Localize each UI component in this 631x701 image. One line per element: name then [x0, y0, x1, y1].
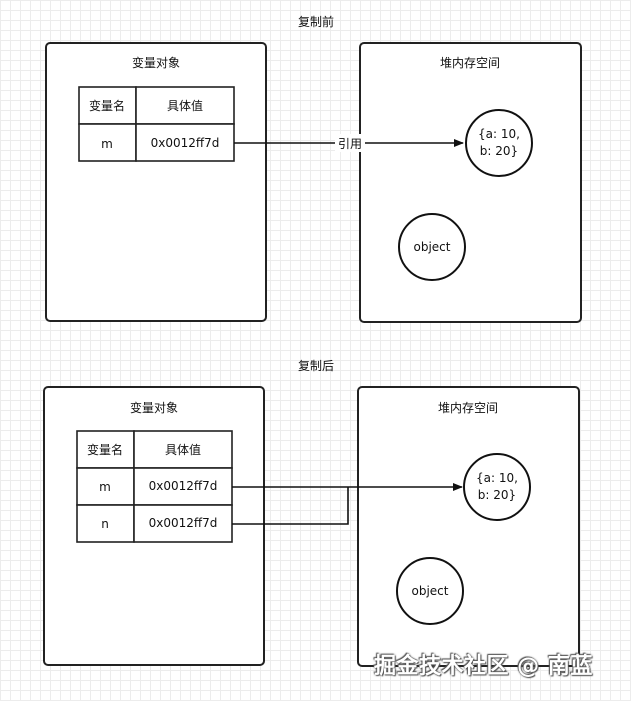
after-row-n-name: n: [101, 517, 109, 531]
after-row-m-value: 0x0012ff7d: [149, 479, 218, 493]
after-heap-object-circle: [463, 453, 531, 521]
after-heap-object-line1: {a: 10,: [476, 471, 518, 485]
after-row-n-value: 0x0012ff7d: [149, 516, 218, 530]
after-header-cell-value: [133, 430, 233, 469]
before-variable-object-panel: [45, 42, 267, 322]
before-header-value: 具体值: [167, 98, 203, 113]
before-header-cell-name: [78, 86, 137, 125]
after-heap-object-line2: b: 20}: [478, 488, 516, 502]
before-object-label: object: [414, 240, 451, 254]
after-object-label: object: [412, 584, 449, 598]
before-row-m-value: 0x0012ff7d: [151, 136, 220, 150]
after-row-n-value-cell: [133, 504, 233, 543]
before-arrow-label: 引用: [338, 137, 362, 151]
after-variable-object-title: 变量对象: [130, 400, 178, 415]
before-header-name: 变量名: [89, 98, 125, 113]
before-row-m-name: m: [101, 137, 113, 151]
after-heap-panel: [357, 386, 580, 667]
after-header-value: 具体值: [165, 442, 201, 457]
after-header-name: 变量名: [87, 442, 123, 457]
before-section-title: 复制前: [298, 14, 334, 29]
before-heap-object-line1: {a: 10,: [478, 127, 520, 141]
after-reference-arrow-n: [232, 487, 349, 525]
before-heap-object-line2: b: 20}: [480, 144, 518, 158]
before-variable-object-title: 变量对象: [132, 55, 180, 70]
after-row-m-value-cell: [133, 467, 233, 506]
before-row-m-name-cell: [78, 123, 137, 162]
after-section-title: 复制后: [298, 359, 334, 373]
watermark: 掘金技术社区 @ 南蓝: [374, 654, 593, 679]
before-heap-object-circle: [465, 109, 533, 177]
after-heap-title: 堆内存空间: [438, 401, 498, 415]
before-heap-title: 堆内存空间: [440, 56, 500, 70]
after-row-m-name: m: [99, 480, 111, 494]
after-object-circle: [396, 557, 464, 625]
before-heap-panel: [359, 42, 582, 323]
before-object-circle: [398, 213, 466, 281]
before-header-cell-value: [135, 86, 235, 125]
before-arrow-label-bg: [335, 134, 365, 152]
